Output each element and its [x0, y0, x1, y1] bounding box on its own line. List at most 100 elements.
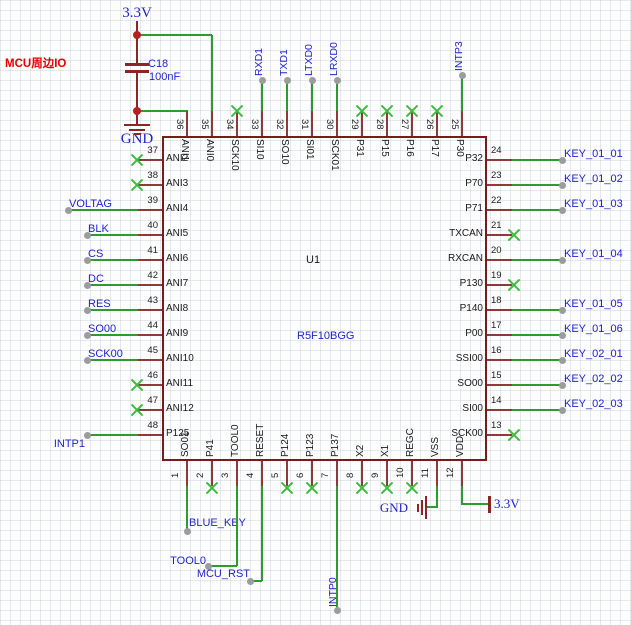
pin-stub[interactable] [487, 309, 512, 311]
capacitor-plate[interactable] [125, 70, 149, 73]
net-label[interactable]: VOLTAG [69, 198, 112, 210]
net-wire[interactable] [250, 580, 262, 582]
pin-number[interactable]: 1 [170, 472, 181, 478]
capacitor-designator[interactable]: C18 [148, 58, 169, 70]
pin-number[interactable]: 27 [399, 119, 410, 130]
no-connect-x-icon[interactable] [130, 403, 144, 417]
net-label[interactable]: TXD1 [278, 49, 290, 76]
pin-number[interactable]: 26 [424, 119, 435, 130]
net-wire[interactable] [336, 80, 338, 111]
pin-stub[interactable] [137, 209, 162, 211]
pin-number[interactable]: 32 [274, 119, 285, 130]
pin-stub[interactable] [461, 111, 463, 136]
net-wire[interactable] [68, 209, 138, 211]
pin-name[interactable]: SO10 [279, 139, 290, 165]
power-net-label-gnd-top[interactable]: GND [120, 131, 154, 147]
pin-name[interactable]: P41 [205, 439, 216, 457]
pin-stub[interactable] [286, 461, 288, 486]
net-label[interactable]: KEY_01_03 [564, 198, 623, 210]
pin-name[interactable]: RESET [255, 423, 266, 457]
pin-stub[interactable] [487, 409, 512, 411]
net-label[interactable]: KEY_01_06 [564, 323, 623, 335]
pin-stub[interactable] [487, 184, 512, 186]
pin-stub[interactable] [487, 259, 512, 261]
capacitor-plate[interactable] [125, 63, 149, 66]
pin-number[interactable]: 12 [445, 467, 456, 478]
net-wire[interactable] [512, 259, 562, 261]
no-connect-x-icon[interactable] [130, 153, 144, 167]
net-wire[interactable] [512, 159, 562, 161]
pin-stub[interactable] [186, 111, 188, 136]
pin-name[interactable]: X1 [380, 444, 391, 457]
pin-name[interactable]: SCK01 [329, 139, 340, 171]
pin-stub[interactable] [487, 159, 512, 161]
pin-stub[interactable] [386, 461, 388, 486]
net-wire[interactable] [512, 334, 562, 336]
pin-stub[interactable] [137, 384, 162, 386]
pin-name[interactable]: SI01 [304, 139, 315, 160]
pin-stub[interactable] [361, 461, 363, 486]
pin-stub[interactable] [137, 434, 162, 436]
pin-number[interactable]: 4 [245, 472, 256, 478]
pin-stub[interactable] [186, 461, 188, 486]
net-label[interactable]: TOOL0 [170, 555, 206, 567]
net-wire[interactable] [87, 334, 138, 336]
no-connect-x-icon[interactable] [355, 481, 369, 495]
pin-stub[interactable] [286, 111, 288, 136]
net-wire[interactable] [461, 486, 463, 505]
no-connect-x-icon[interactable] [405, 104, 419, 118]
pin-stub[interactable] [311, 461, 313, 486]
net-label[interactable]: BLUE_KEY [189, 517, 246, 529]
cap-to-gnd-stem[interactable] [136, 72, 138, 111]
no-connect-x-icon[interactable] [430, 104, 444, 118]
power-net-label-3v3-bottom[interactable]: 3.3V [494, 496, 520, 511]
pin-number[interactable]: 36 [174, 119, 185, 130]
net-wire[interactable] [236, 486, 238, 566]
pin-stub[interactable] [461, 461, 463, 486]
pin-number[interactable]: 33 [249, 119, 260, 130]
pin-stub[interactable] [137, 409, 162, 411]
capacitor-value[interactable]: 100nF [149, 71, 181, 83]
pin-number[interactable]: 10 [395, 467, 406, 478]
net-label[interactable]: KEY_01_05 [564, 298, 623, 310]
net-wire[interactable] [436, 486, 438, 508]
pin-stub[interactable] [137, 234, 162, 236]
pin-name[interactable]: TOOL0 [230, 424, 241, 457]
pin-number[interactable]: 30 [324, 119, 335, 130]
pin-stub[interactable] [336, 461, 338, 486]
net-label[interactable]: KEY_01_01 [564, 148, 623, 160]
pin-stub[interactable] [137, 159, 162, 161]
schematic-title[interactable]: MCU周边IO [5, 58, 67, 70]
no-connect-x-icon[interactable] [380, 104, 394, 118]
no-connect-x-icon[interactable] [355, 104, 369, 118]
net-wire[interactable] [286, 80, 288, 111]
power-net-label-gnd-bottom[interactable]: GND [379, 500, 408, 515]
pin-number[interactable]: 8 [345, 472, 356, 478]
pin-stub[interactable] [487, 334, 512, 336]
no-connect-x-icon[interactable] [507, 278, 521, 292]
net-wire[interactable] [261, 80, 263, 111]
net-wire[interactable] [87, 284, 138, 286]
vcc-rail-wire[interactable] [211, 35, 213, 111]
net-wire[interactable] [87, 434, 138, 436]
gnd-stem[interactable] [136, 111, 138, 124]
net-label[interactable]: LTXD0 [303, 44, 315, 76]
net-wire[interactable] [461, 75, 463, 111]
pin-stub[interactable] [386, 111, 388, 136]
vcc-stem[interactable] [136, 21, 138, 63]
component-designator[interactable]: U1 [306, 254, 321, 266]
net-wire[interactable] [512, 359, 562, 361]
no-connect-x-icon[interactable] [405, 481, 419, 495]
pin-number[interactable]: 6 [295, 472, 306, 478]
net-label[interactable]: RES [88, 298, 111, 310]
pin-stub[interactable] [487, 434, 512, 436]
net-label[interactable]: RXD1 [253, 47, 265, 76]
pin-name[interactable]: ANI0 [204, 139, 215, 162]
pin-name[interactable]: REGC [405, 428, 416, 457]
net-label[interactable]: SO00 [88, 323, 117, 335]
no-connect-x-icon[interactable] [507, 428, 521, 442]
pin-stub[interactable] [236, 111, 238, 136]
pin-name[interactable]: P124 [280, 433, 291, 457]
pin-number[interactable]: 35 [199, 119, 210, 130]
power-net-label-3v3-top[interactable]: 3.3V [122, 5, 152, 21]
